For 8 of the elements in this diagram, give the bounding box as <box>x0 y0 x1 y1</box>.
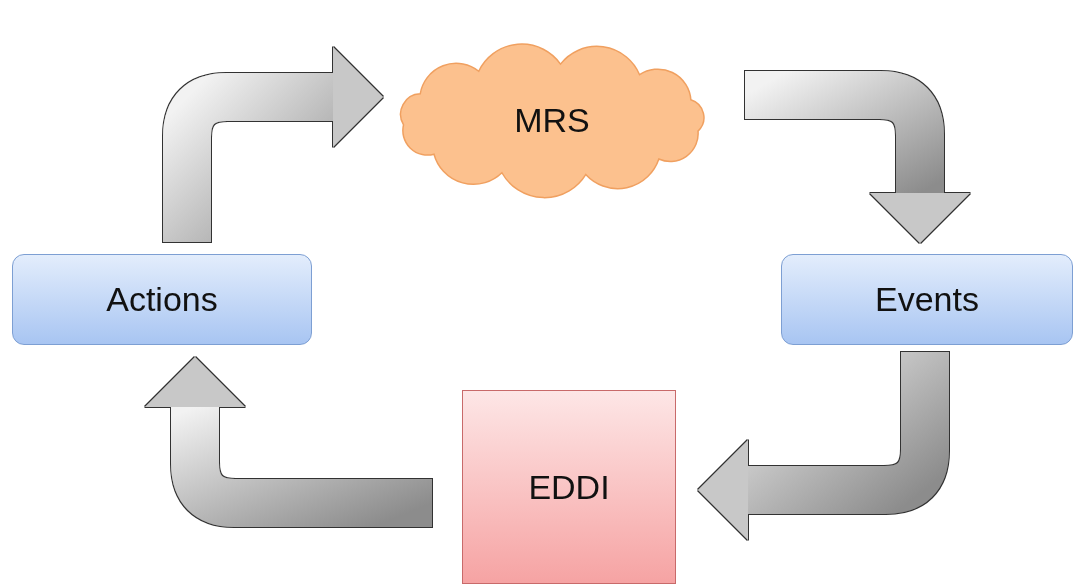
process-box <box>12 254 312 345</box>
process-box <box>781 254 1073 345</box>
node-label: MRS <box>514 100 590 140</box>
process-box <box>462 390 676 584</box>
node-label: Actions <box>106 280 218 319</box>
block-arrow <box>145 357 432 527</box>
node-label: Events <box>875 280 979 319</box>
node-label: EDDI <box>528 467 610 507</box>
